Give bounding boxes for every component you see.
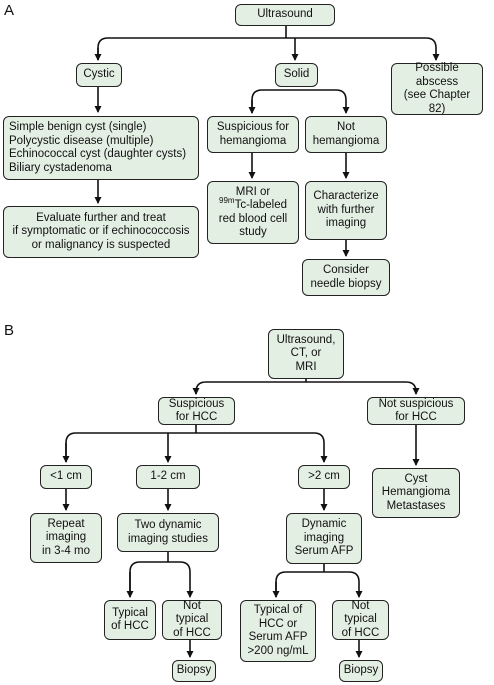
node-solid: Solid [275, 63, 318, 87]
node-possible-abscess: Possible abscess (see Chapter 82) [391, 62, 483, 115]
node-not-typical-hcc-1: Not typical of HCC [162, 600, 222, 640]
node-imaging: Ultrasound, CT, or MRI [268, 329, 344, 379]
node-suspicious-hcc: Suspicious for HCC [158, 397, 235, 425]
node-lt1cm: <1 cm [40, 465, 92, 489]
node-biopsy-1: Biopsy [172, 660, 216, 682]
node-cystic: Cystic [76, 63, 122, 87]
node-suspicious-hemangioma: Suspicious for hemangioma [207, 116, 299, 153]
node-typical-hcc-1: Typical of HCC [104, 600, 156, 640]
node-typical-hcc-afp: Typical of HCC or Serum AFP >200 ng/mL [240, 600, 316, 662]
node-cyst-hemangioma-metastases: Cyst Hemangioma Metastases [372, 468, 460, 518]
node-needle-biopsy: Consider needle biopsy [302, 259, 390, 296]
node-characterize: Characterize with further imaging [305, 181, 387, 240]
node-repeat-imaging: Repeat imaging in 3-4 mo [30, 513, 102, 563]
node-dynamic-afp: Dynamic imaging Serum AFP [286, 513, 362, 564]
node-1-2cm: 1-2 cm [136, 465, 200, 489]
mri-text-post: Tc-labeled red blood cell study [218, 199, 288, 238]
node-two-dynamic-studies: Two dynamic imaging studies [117, 513, 219, 552]
node-gt2cm: >2 cm [298, 465, 350, 489]
node-evaluate-further: Evaluate further and treat if symptomati… [3, 206, 199, 258]
mri-text-pre: MRI or [235, 185, 271, 198]
node-biopsy-2: Biopsy [339, 660, 383, 682]
mri-isotope-superscript: 99m [219, 196, 235, 206]
panel-label-a: A [4, 2, 15, 19]
node-not-suspicious-hcc: Not suspicious for HCC [367, 397, 465, 425]
panel-label-b: B [4, 322, 15, 339]
node-not-typical-hcc-2: Not typical of HCC [332, 600, 389, 640]
node-not-hemangioma: Not hemangioma [305, 116, 387, 153]
node-cyst-types: Simple benign cyst (single) Polycystic d… [3, 116, 199, 180]
node-ultrasound: Ultrasound [235, 4, 335, 26]
